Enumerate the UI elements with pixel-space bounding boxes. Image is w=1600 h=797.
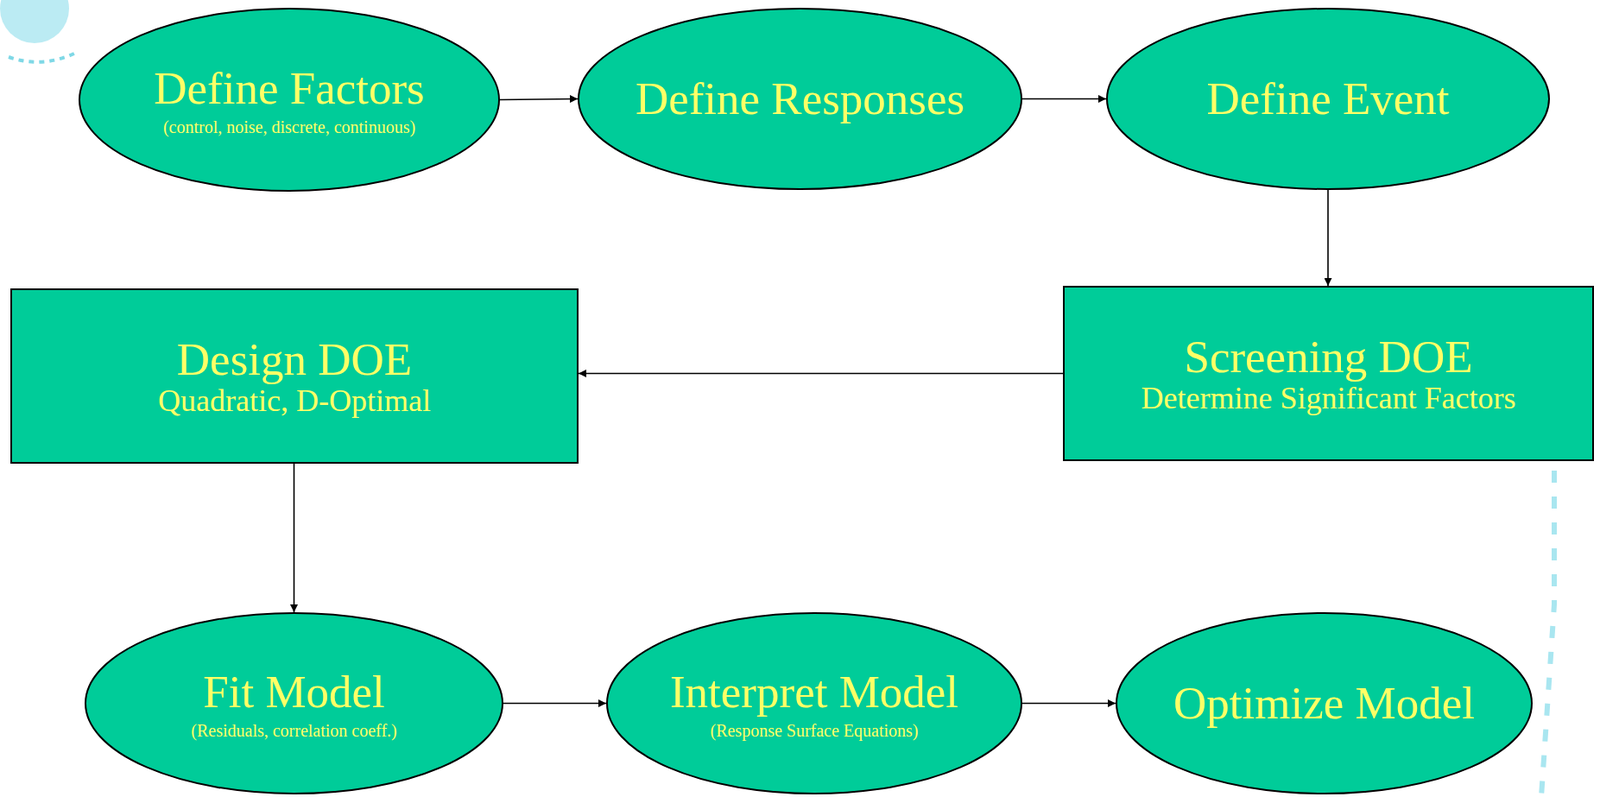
flow-arrow [578,373,1063,375]
flow-arrow [293,463,296,613]
flow-arrow [1022,702,1116,705]
node-subtitle: Quadratic, D-Optimal [158,384,431,419]
text-group: Screening DOEDetermine Significant Facto… [1064,287,1593,460]
corner-gear [0,0,78,63]
process-ellipse: Define Factors (control, noise, discrete,… [78,7,500,192]
text-group: Optimize Model [1115,612,1533,795]
flow-arrow [1327,189,1329,286]
node-subtitle: (Residuals, correlation coeff.) [190,720,397,740]
text-group: Define Event [1106,7,1550,190]
process-box: Design DOEQuadratic, D-Optimal [10,288,579,464]
text-group: Define Responses [577,7,1023,190]
node-subtitle: (Response Surface Equations) [709,720,918,740]
process-ellipse: Optimize Model [1115,612,1533,795]
process-box: Screening DOEDetermine Significant Facto… [1062,285,1594,462]
node-title: Fit Model [202,666,386,717]
process-ellipse: Define Responses [577,7,1023,190]
text-group: Design DOEQuadratic, D-Optimal [12,290,577,462]
node-subtitle: (control, noise, discrete, continuous) [163,117,416,137]
text-group: Fit Model (Residuals, correlation coeff.) [84,612,504,795]
process-ellipse: Fit Model (Residuals, correlation coeff.) [84,612,504,795]
process-ellipse: Interpret Model (Response Surface Equatio… [606,612,1023,795]
text-group: Define Factors (control, noise, discrete,… [78,7,500,192]
flow-arrow [1022,98,1107,101]
node-subtitle: Determine Significant Factors [1141,381,1517,417]
flow-arrow [499,99,578,101]
node-title: Interpret Model [670,666,959,717]
node-title: Design DOE [177,334,412,385]
node-title: Define Factors [153,63,424,114]
dashed-line [1541,470,1555,797]
flow-arrow [503,702,607,705]
node-title: Define Event [1206,73,1449,124]
process-ellipse: Define Event [1106,7,1550,190]
node-title: Screening DOE [1183,331,1473,382]
node-title: Optimize Model [1173,677,1475,728]
node-title: Define Responses [635,73,965,124]
text-group: Interpret Model (Response Surface Equatio… [606,612,1023,795]
